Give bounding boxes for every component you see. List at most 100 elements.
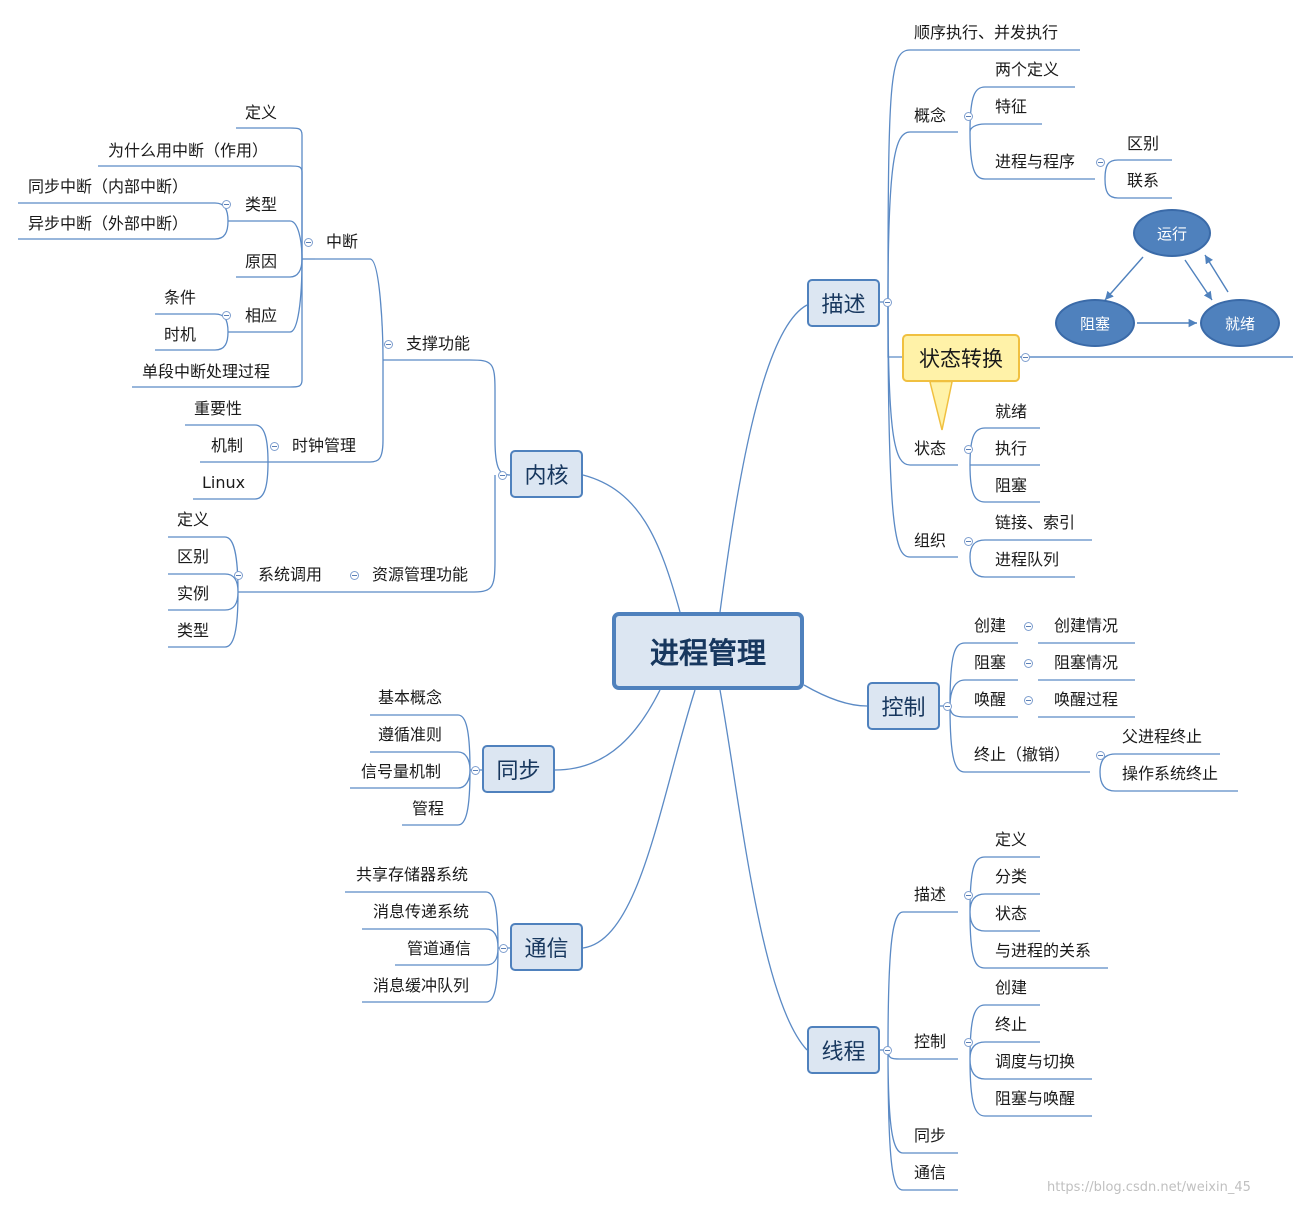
node-thread-sync[interactable]: 同步 <box>914 1126 947 1145</box>
node-state-ready[interactable]: 就绪 <box>995 402 1028 421</box>
collapse-icon[interactable] <box>883 298 892 307</box>
node-syscall[interactable]: 系统调用 <box>258 565 323 584</box>
node-sync-interrupt[interactable]: 同步中断（内部中断） <box>28 177 189 196</box>
node-thread-describe-item[interactable]: 定义 <box>995 830 1028 849</box>
node-thread-describe-item[interactable]: 分类 <box>995 867 1028 886</box>
node-thread-describe-item[interactable]: 状态 <box>995 904 1028 923</box>
node-clock[interactable]: 时钟管理 <box>292 436 357 455</box>
node-interrupt-cause[interactable]: 原因 <box>245 252 278 271</box>
node-syscall-example[interactable]: 实例 <box>177 584 210 603</box>
collapse-icon[interactable] <box>1024 659 1033 668</box>
node-syscall-types[interactable]: 类型 <box>177 621 210 640</box>
node-features[interactable]: 特征 <box>995 97 1028 116</box>
collapse-icon[interactable] <box>499 944 508 953</box>
collapse-icon[interactable] <box>964 537 973 546</box>
node-sync-item[interactable]: 信号量机制 <box>361 762 442 781</box>
node-terminate-os[interactable]: 操作系统终止 <box>1122 764 1219 783</box>
node-proc-prog-diff[interactable]: 区别 <box>1127 134 1160 153</box>
collapse-icon[interactable] <box>943 702 952 711</box>
branch-comm[interactable]: 通信 <box>510 923 583 971</box>
collapse-icon[interactable] <box>1024 622 1033 631</box>
collapse-icon[interactable] <box>498 471 507 480</box>
collapse-icon[interactable] <box>1024 696 1033 705</box>
node-support[interactable]: 支撑功能 <box>406 334 471 353</box>
collapse-icon[interactable] <box>964 1038 973 1047</box>
node-sync-item[interactable]: 管程 <box>412 799 445 818</box>
collapse-icon[interactable] <box>384 340 393 349</box>
node-proc-prog[interactable]: 进程与程序 <box>995 152 1076 171</box>
node-concept[interactable]: 概念 <box>914 106 947 125</box>
collapse-icon[interactable] <box>964 891 973 900</box>
node-terminate-parent[interactable]: 父进程终止 <box>1122 727 1203 746</box>
node-create-detail[interactable]: 创建情况 <box>1054 616 1119 635</box>
branch-describe[interactable]: 描述 <box>807 279 880 327</box>
node-terminate[interactable]: 终止（撤销） <box>974 745 1071 764</box>
node-thread-control-item[interactable]: 创建 <box>995 978 1028 997</box>
node-syscall-difference[interactable]: 区别 <box>177 547 210 566</box>
collapse-icon[interactable] <box>1096 158 1105 167</box>
node-interrupt-types[interactable]: 类型 <box>245 195 278 214</box>
collapse-icon[interactable] <box>350 571 359 580</box>
collapse-icon[interactable] <box>964 112 973 121</box>
branch-kernel[interactable]: 内核 <box>510 450 583 498</box>
node-thread-control-item[interactable]: 调度与切换 <box>995 1052 1076 1071</box>
node-clock-linux[interactable]: Linux <box>202 473 246 492</box>
node-seq-concurrent[interactable]: 顺序执行、并发执行 <box>914 23 1059 42</box>
node-resource[interactable]: 资源管理功能 <box>372 565 469 584</box>
node-comm-item[interactable]: 共享存储器系统 <box>356 865 469 884</box>
collapse-icon[interactable] <box>883 1046 892 1055</box>
node-org-queue[interactable]: 进程队列 <box>995 550 1060 569</box>
node-interrupt[interactable]: 中断 <box>326 232 359 251</box>
collapse-icon[interactable] <box>1021 353 1030 362</box>
callout-state-transition[interactable]: 状态转换 <box>902 334 1020 382</box>
node-create[interactable]: 创建 <box>974 616 1007 635</box>
node-async-interrupt[interactable]: 异步中断（外部中断） <box>28 214 189 233</box>
node-clock-mechanism[interactable]: 机制 <box>211 436 244 455</box>
node-state-exec[interactable]: 执行 <box>995 439 1028 458</box>
node-state-blocked[interactable]: 阻塞 <box>995 476 1028 495</box>
collapse-icon[interactable] <box>222 311 231 320</box>
node-comm-item[interactable]: 管道通信 <box>407 939 472 958</box>
node-wake[interactable]: 唤醒 <box>974 690 1007 709</box>
node-org-link[interactable]: 链接、索引 <box>995 513 1076 532</box>
node-thread-control[interactable]: 控制 <box>914 1032 947 1051</box>
node-block-detail[interactable]: 阻塞情况 <box>1054 653 1119 672</box>
collapse-icon[interactable] <box>471 766 480 775</box>
node-two-defs[interactable]: 两个定义 <box>995 60 1060 79</box>
collapse-icon[interactable] <box>270 442 279 451</box>
root-topic[interactable]: 进程管理 <box>612 612 804 690</box>
node-syscall-definition[interactable]: 定义 <box>177 510 210 529</box>
node-response-timing[interactable]: 时机 <box>164 325 197 344</box>
node-state[interactable]: 状态 <box>914 439 947 458</box>
collapse-icon[interactable] <box>304 238 313 247</box>
node-sync-item[interactable]: 基本概念 <box>378 688 443 707</box>
state-blocked: 阻塞 <box>1055 299 1135 347</box>
node-single-interrupt[interactable]: 单段中断处理过程 <box>142 362 271 381</box>
node-clock-importance[interactable]: 重要性 <box>194 399 243 418</box>
watermark: https://blog.csdn.net/weixin_45 <box>1047 1180 1251 1195</box>
collapse-icon[interactable] <box>1096 751 1105 760</box>
node-interrupt-response[interactable]: 相应 <box>245 306 278 325</box>
collapse-icon[interactable] <box>222 200 231 209</box>
node-thread-control-item[interactable]: 阻塞与唤醒 <box>995 1089 1076 1108</box>
node-sync-item[interactable]: 遵循准则 <box>378 725 443 744</box>
node-thread-comm[interactable]: 通信 <box>914 1163 947 1182</box>
node-interrupt-why[interactable]: 为什么用中断（作用） <box>108 141 269 160</box>
node-thread-control-item[interactable]: 终止 <box>995 1015 1028 1034</box>
node-comm-item[interactable]: 消息缓冲队列 <box>373 976 470 995</box>
collapse-icon[interactable] <box>964 445 973 454</box>
node-interrupt-definition[interactable]: 定义 <box>245 103 278 122</box>
node-thread-describe-item[interactable]: 与进程的关系 <box>995 941 1092 960</box>
node-wake-detail[interactable]: 唤醒过程 <box>1054 690 1119 709</box>
branch-control[interactable]: 控制 <box>867 682 940 730</box>
node-proc-prog-link[interactable]: 联系 <box>1127 171 1160 190</box>
node-response-condition[interactable]: 条件 <box>164 288 197 307</box>
collapse-icon[interactable] <box>234 571 243 580</box>
node-thread-describe[interactable]: 描述 <box>914 885 947 904</box>
node-org[interactable]: 组织 <box>914 531 947 550</box>
branch-sync[interactable]: 同步 <box>482 745 555 793</box>
node-block[interactable]: 阻塞 <box>974 653 1007 672</box>
state-ready: 就绪 <box>1200 299 1280 347</box>
branch-thread[interactable]: 线程 <box>807 1026 880 1074</box>
node-comm-item[interactable]: 消息传递系统 <box>373 902 470 921</box>
